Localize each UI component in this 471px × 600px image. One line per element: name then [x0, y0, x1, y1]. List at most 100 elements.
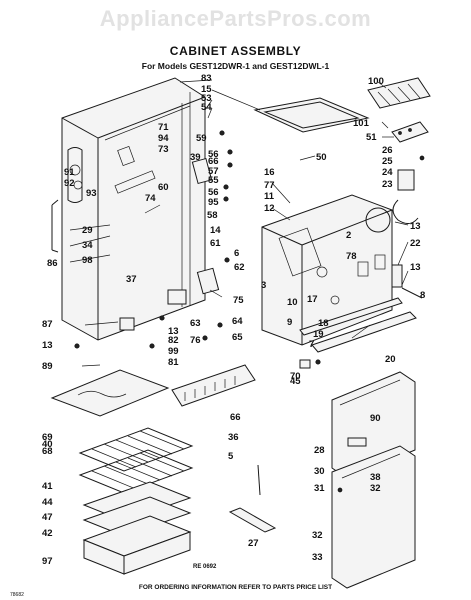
leader-lines [69, 79, 409, 367]
callout: 23 [382, 179, 393, 190]
callout: 100 [368, 76, 384, 87]
callout: 22 [410, 238, 421, 249]
diagram-title: CABINET ASSEMBLY [169, 44, 302, 58]
crisper-drawer [82, 515, 192, 575]
callout: 12 [264, 203, 275, 214]
callout: 50 [316, 152, 327, 163]
callout: 74 [145, 193, 156, 204]
callout: 69 [42, 432, 53, 443]
fan-shroud [365, 207, 391, 233]
callout: 83 [201, 73, 212, 84]
callout: 73 [158, 144, 169, 155]
callout: 87 [42, 319, 53, 330]
callout: 9 [287, 317, 292, 328]
callout: 30 [314, 466, 325, 477]
callout: 33 [312, 552, 323, 563]
vent-cover [367, 77, 431, 109]
callout: 42 [42, 528, 53, 539]
callout: 86 [47, 258, 58, 269]
kickplate-grille [171, 364, 256, 407]
fan-motor [392, 155, 425, 224]
side-rod [401, 287, 423, 299]
wire-shelf-upper [78, 427, 194, 472]
fresh-food-door [331, 445, 416, 589]
callout: 60 [158, 182, 169, 193]
callout-labels: 83 15 53 54 100 101 51 26 25 24 23 71 94… [42, 73, 425, 567]
callout: 66 [230, 412, 241, 423]
diagram-subtitle: For Models GEST12DWR-1 and GEST12DWL-1 [141, 61, 330, 71]
callout: 71 [158, 122, 169, 133]
callout: 15 [201, 84, 212, 95]
callout: 13 [410, 221, 421, 232]
callout: 11 [264, 191, 275, 202]
callout: 28 [314, 445, 325, 456]
callout: 78 [346, 251, 357, 262]
callout: 20 [385, 354, 396, 365]
drain-tube [51, 199, 59, 253]
callout: 2 [346, 230, 351, 241]
callout: 55 [208, 175, 219, 186]
callout: 94 [158, 133, 169, 144]
callout: 75 [233, 295, 244, 306]
callout: 57 [208, 166, 219, 177]
callout: 56 [208, 149, 219, 160]
callout: 17 [307, 294, 318, 305]
callout: 91 [64, 167, 75, 178]
watermark: AppliancePartsPros.com [99, 6, 372, 31]
screws [74, 130, 321, 365]
wire-shelf-lower [78, 449, 194, 494]
callout: 8 [420, 290, 425, 301]
callout: 37 [126, 274, 137, 285]
callout: 51 [366, 132, 377, 143]
top-tray [253, 97, 370, 133]
callout: 77 [264, 180, 275, 191]
bottom-strip [311, 311, 417, 353]
support-bar [228, 507, 277, 533]
side-bracket [391, 264, 403, 288]
callout: 76 [190, 335, 201, 346]
callout: 32 [370, 483, 381, 494]
callout: 36 [228, 432, 239, 443]
evaporator-coil [67, 147, 83, 203]
callout: 32 [312, 530, 323, 541]
callout: 101 [353, 118, 370, 129]
callout: 63 [190, 318, 201, 329]
bar-link [257, 464, 261, 496]
callout: 5 [228, 451, 234, 462]
callout: 81 [168, 357, 179, 368]
callout: 13 [42, 340, 53, 351]
fresh-food-liner [261, 194, 393, 346]
callout: 66 [208, 156, 219, 167]
callout: 65 [232, 332, 243, 343]
callout: 7 [309, 339, 314, 350]
callout: 92 [64, 178, 75, 189]
callout: 27 [248, 538, 259, 549]
reference-number: RE 0692 [193, 564, 217, 570]
callout: 25 [382, 156, 393, 167]
callout: 39 [190, 152, 201, 163]
callout: 99 [168, 346, 179, 357]
callout: 26 [382, 145, 393, 156]
callout: 13 [410, 262, 421, 273]
callout: 10 [287, 297, 298, 308]
callout: 68 [42, 446, 53, 457]
callout: 56 [208, 187, 219, 198]
callout: 24 [382, 167, 393, 178]
callout: 62 [234, 262, 245, 273]
callout: 59 [196, 133, 207, 144]
callout: 64 [232, 316, 243, 327]
mullion-strip [299, 297, 403, 336]
callout: 58 [207, 210, 218, 221]
callout: 45 [290, 376, 301, 387]
callout: 93 [86, 188, 97, 199]
callout: 31 [314, 483, 325, 494]
callout: 14 [210, 225, 221, 236]
callout: 98 [82, 255, 93, 266]
ordering-footnote: FOR ORDERING INFORMATION REFER TO PARTS … [138, 584, 333, 591]
callout: 40 [42, 439, 53, 450]
corner-code: 78682 [10, 592, 24, 598]
callout: 47 [42, 512, 53, 523]
clip-part [299, 359, 311, 369]
